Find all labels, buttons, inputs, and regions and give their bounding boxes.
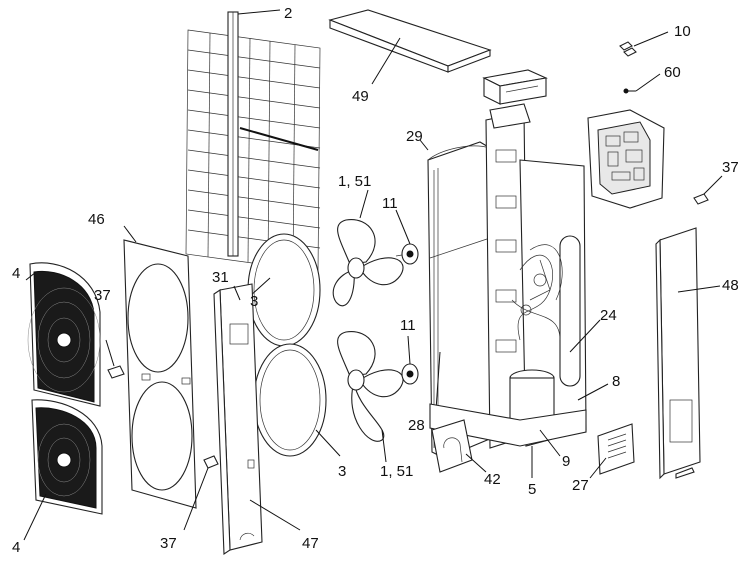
- label-37-left: 37: [94, 287, 111, 304]
- panel-27-part: [597, 423, 635, 475]
- label-3-top: 3: [250, 293, 258, 310]
- label-49: 49: [352, 88, 369, 105]
- label-4-top: 4: [12, 265, 20, 282]
- label-24: 24: [600, 307, 617, 324]
- label-28: 28: [408, 417, 425, 434]
- label-5: 5: [528, 481, 536, 498]
- label-27: 27: [572, 477, 589, 494]
- label-47: 47: [302, 535, 319, 552]
- label-37-right: 37: [722, 159, 739, 176]
- right-side-panel-part: [655, 227, 701, 480]
- label-4-bottom: 4: [12, 539, 20, 556]
- fan-shroud-upper-part: [247, 233, 321, 347]
- control-board-part: [587, 109, 665, 209]
- fan-motor-lower-part: [401, 363, 419, 385]
- label-37-bottom: 37: [160, 535, 177, 552]
- label-9: 9: [562, 453, 570, 470]
- label-8: 8: [612, 373, 620, 390]
- label-11-bottom: 11: [400, 317, 416, 334]
- clip-right-part: [693, 193, 709, 205]
- label-2: 2: [284, 5, 292, 22]
- label-1-51-top: 1, 51: [338, 173, 371, 190]
- bracket-42-part: [431, 419, 473, 473]
- label-46: 46: [88, 211, 105, 228]
- label-48: 48: [722, 277, 739, 294]
- label-10: 10: [674, 23, 691, 40]
- callout-labels: 2 49 10 60 29 1, 51 11 37 46 4 37 31 3 4…: [12, 5, 739, 556]
- wire-grille-part: [185, 11, 321, 273]
- fan-blade-lower-part: [337, 331, 404, 442]
- clip-bottom-part: [203, 455, 219, 469]
- front-panel-part: [123, 239, 197, 509]
- label-1-51-bottom: 1, 51: [380, 463, 413, 480]
- top-panel-part: [328, 9, 492, 73]
- label-11-top: 11: [382, 195, 398, 212]
- fan-shroud-lower-part: [253, 343, 327, 457]
- label-60: 60: [664, 64, 681, 81]
- fan-grille-lower-part: [31, 399, 103, 515]
- front-center-post-part: [213, 283, 263, 556]
- electrical-box-part: [482, 69, 548, 105]
- fan-blade-upper-part: [332, 219, 404, 307]
- clip-left-part: [107, 365, 125, 379]
- label-42: 42: [484, 471, 501, 488]
- compressor-assembly-part: [429, 103, 587, 449]
- label-31: 31: [212, 269, 229, 286]
- screws-part: [619, 31, 669, 94]
- label-29: 29: [406, 128, 423, 145]
- label-3-bottom: 3: [338, 463, 346, 480]
- fan-grille-upper-part: [27, 262, 101, 407]
